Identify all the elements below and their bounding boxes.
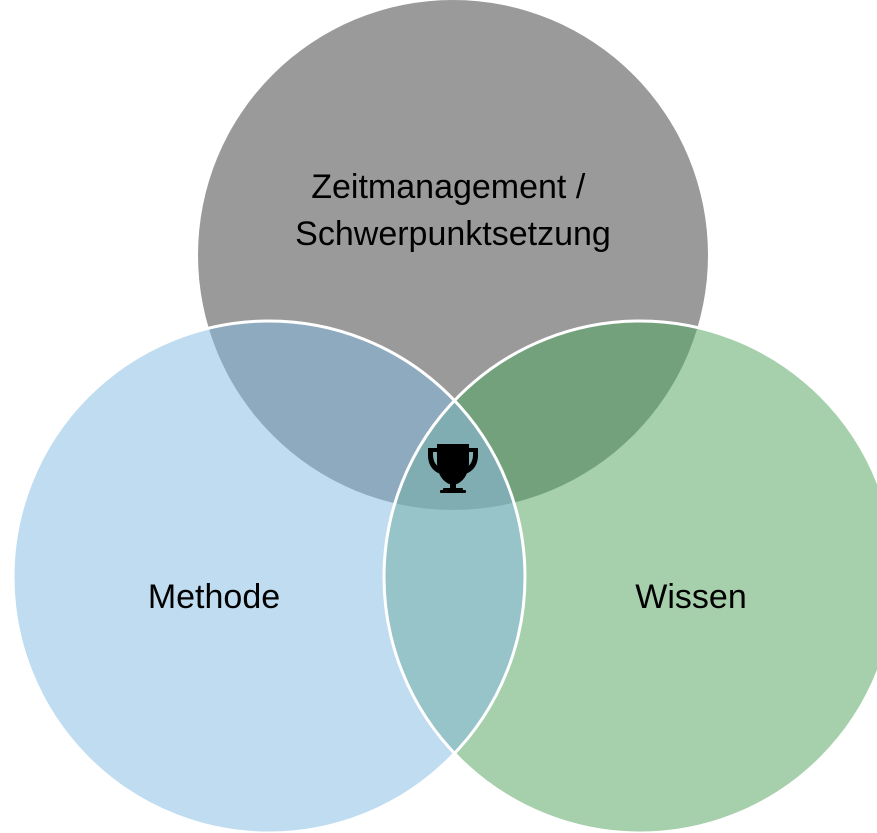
label-wissen: Wissen <box>635 578 746 616</box>
outline-left <box>11 319 527 833</box>
overlap-top-right <box>384 321 708 510</box>
overlap-top-left <box>198 321 525 510</box>
label-zeitmanagement: Zeitmanagement / Schwerpunktsetzung <box>295 168 611 253</box>
outline-right <box>382 319 877 833</box>
trophy-icon <box>428 444 478 493</box>
label-methode: Methode <box>148 578 280 616</box>
